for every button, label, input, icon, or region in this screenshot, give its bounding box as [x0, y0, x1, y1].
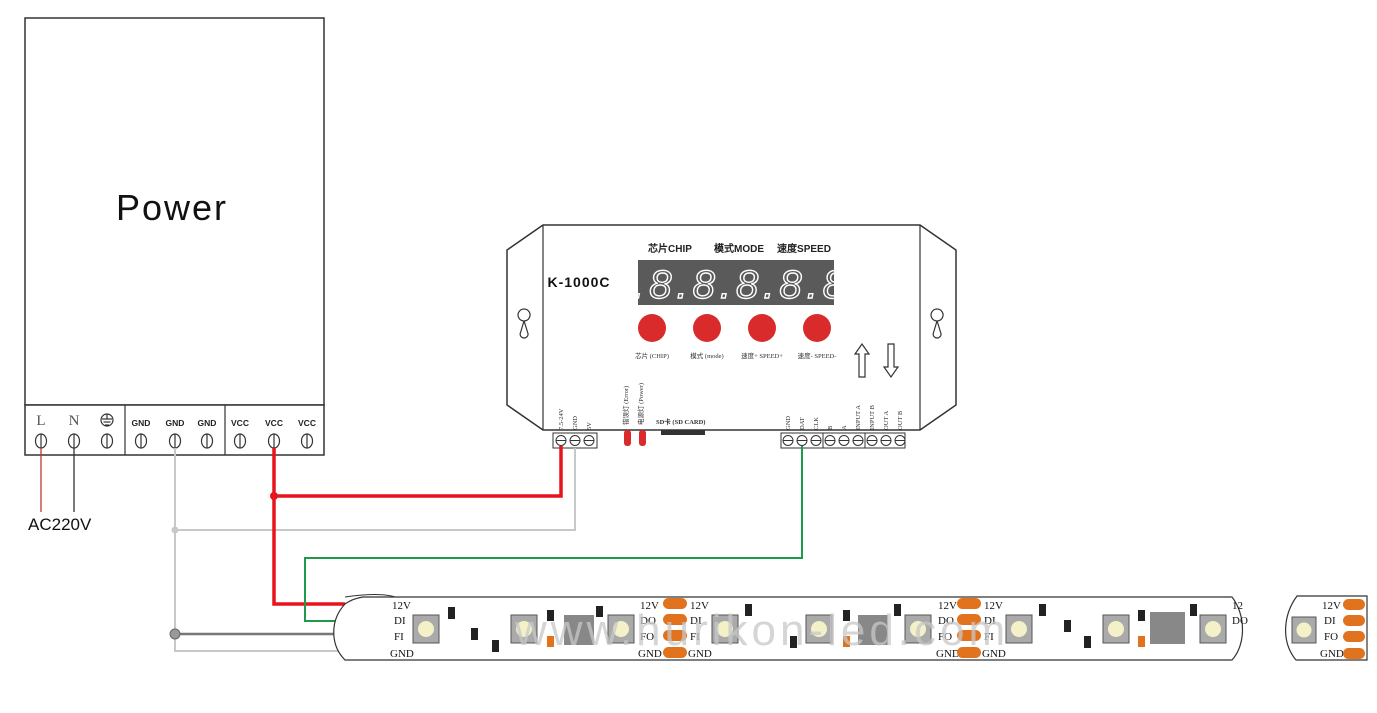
down-arrow-icon	[882, 343, 900, 379]
strip-in-pin-fi: FI	[394, 631, 404, 643]
seg2-pin-12v: 12V	[938, 600, 957, 612]
tail-pin-12v: 12V	[1322, 600, 1341, 612]
mount-hole-left	[517, 308, 531, 339]
gnd-wire-controller	[174, 448, 576, 531]
seg2-pin-do: DO	[938, 615, 954, 627]
power-term-label-gnd: GND	[572, 416, 579, 430]
out-term-label-dat: DAT	[799, 417, 806, 430]
sd-card-slot[interactable]	[661, 430, 705, 435]
power-term-label-5v: 5V	[586, 422, 593, 430]
led-strip-tail: 12V DI FO GND	[1285, 595, 1368, 661]
seg2-pin-fo: FO	[938, 631, 952, 643]
chip-button[interactable]	[638, 314, 666, 342]
terminal-label-gnd-2: GND	[166, 418, 185, 428]
header-mode: 模式MODE	[714, 242, 764, 255]
out-term-label-b: B	[827, 425, 834, 430]
speed-minus-button[interactable]	[803, 314, 831, 342]
terminal-label-vcc-2: VCC	[265, 418, 283, 428]
led-chip	[607, 614, 635, 644]
out-term-label-clk: CLK	[813, 417, 820, 430]
terminal-label-vcc-1: VCC	[231, 418, 249, 428]
power-supply: Power L N GND GND GND VCC VCC VCC	[24, 17, 325, 534]
seg1-pin-12v-next: 12V	[690, 600, 709, 612]
seg1-pin-fo: FO	[640, 631, 654, 643]
sd-card-label: SD卡 (SD CARD)	[656, 417, 705, 426]
terminal-label-gnd-1: GND	[132, 418, 151, 428]
header-speed: 速度SPEED	[777, 242, 831, 255]
led-chip	[1291, 616, 1317, 644]
strip-end-pin-do: DO	[1232, 615, 1248, 627]
wires	[169, 446, 803, 652]
header-chip: 芯片CHIP	[648, 242, 692, 255]
seg1-pin-di-next: DI	[690, 615, 702, 627]
out-term-label-input-b: INPUT B	[869, 404, 876, 430]
strip-in-pin-gnd: GND	[390, 648, 414, 660]
out-term-label-out-a: OUT A	[883, 410, 890, 430]
speed-plus-button[interactable]	[748, 314, 776, 342]
power-title: Power	[116, 187, 228, 228]
error-led	[624, 430, 631, 446]
chip-button-label: 芯片 (CHIP)	[635, 351, 669, 360]
out-term-label-input-a: INPUT A	[855, 405, 862, 430]
led-chip	[711, 614, 739, 644]
display-digits: 8.8.8.8.8.8.	[606, 263, 866, 307]
gnd-wire-strip	[174, 530, 345, 652]
terminal-label-gnd-3: GND	[198, 418, 217, 428]
led-chip	[412, 614, 440, 644]
mount-hole-right	[930, 308, 944, 339]
seg1-pin-gnd: GND	[638, 648, 662, 660]
error-led-label: 错误灯 (Error)	[621, 386, 630, 425]
seg2-pin-di-next: DI	[984, 615, 996, 627]
seg1-pin-fi-next: FI	[690, 631, 700, 643]
seg2-pin-12v-next: 12V	[984, 600, 1003, 612]
seg1-pin-12v: 12V	[640, 600, 659, 612]
seg2-pin-gnd: GND	[936, 648, 960, 660]
led-chip	[904, 614, 932, 644]
strip-in-pin-di: DI	[394, 615, 406, 627]
cut-pads-1: 12V DO FO GND 12V DI FI GND	[638, 598, 712, 660]
seg1-pin-gnd-next: GND	[688, 648, 712, 660]
out-term-label-out-b: OUT B	[897, 410, 904, 430]
screw-terminals	[34, 433, 314, 449]
data-wire	[304, 446, 803, 622]
seg1-pin-do: DO	[640, 615, 656, 627]
led-chip	[510, 614, 538, 644]
tail-pin-gnd: GND	[1320, 648, 1344, 660]
speed-plus-button-label: 速度+ SPEED+	[741, 351, 783, 360]
terminal-label-vcc-3: VCC	[298, 418, 316, 428]
terminal-label-n: N	[69, 413, 80, 429]
power-led-label: 电源灯 (Power)	[636, 383, 645, 425]
led-chip	[805, 614, 833, 644]
tail-pin-di: DI	[1324, 615, 1336, 627]
controller-model: K-1000C	[547, 274, 610, 290]
led-strip: 12V DI FI GND 12V DO FO GND 12V DI FI GN…	[333, 594, 1248, 661]
seven-seg-display	[638, 260, 834, 305]
cut-pads-2: 12V DO FO GND 12V DI FI GND	[936, 598, 1006, 660]
ac-input-label: AC220V	[28, 515, 92, 534]
terminal-label-l: L	[36, 413, 45, 429]
strip-end-pin-12: 12	[1232, 600, 1243, 612]
speed-minus-button-label: 速度- SPEED-	[798, 351, 837, 360]
mode-button[interactable]	[693, 314, 721, 342]
seg2-pin-fi-next: FI	[984, 631, 994, 643]
vcc-wire-strip	[272, 448, 345, 606]
out-term-label-gnd: GND	[785, 416, 792, 430]
tail-pin-fo: FO	[1324, 631, 1338, 643]
led-chip	[1005, 614, 1033, 644]
vcc-wire-controller	[274, 446, 563, 498]
earth-ground-icon	[100, 413, 114, 427]
watermark: www.hurikon-led.com	[514, 606, 1009, 655]
up-arrow-icon	[853, 342, 871, 378]
mode-button-label: 模式 (mode)	[690, 351, 723, 360]
strip-in-pin-12v: 12V	[392, 600, 411, 612]
led-chip	[1199, 614, 1227, 644]
seg2-pin-gnd-next: GND	[982, 648, 1006, 660]
controller: K-1000C 芯片CHIP 模式MODE 速度SPEED 8.8.8.8.8.…	[506, 224, 957, 449]
power-term-label-v: 7.5-24V	[558, 408, 565, 430]
out-term-label-a: A	[841, 425, 848, 430]
power-led	[639, 430, 646, 446]
led-chip	[1102, 614, 1130, 644]
